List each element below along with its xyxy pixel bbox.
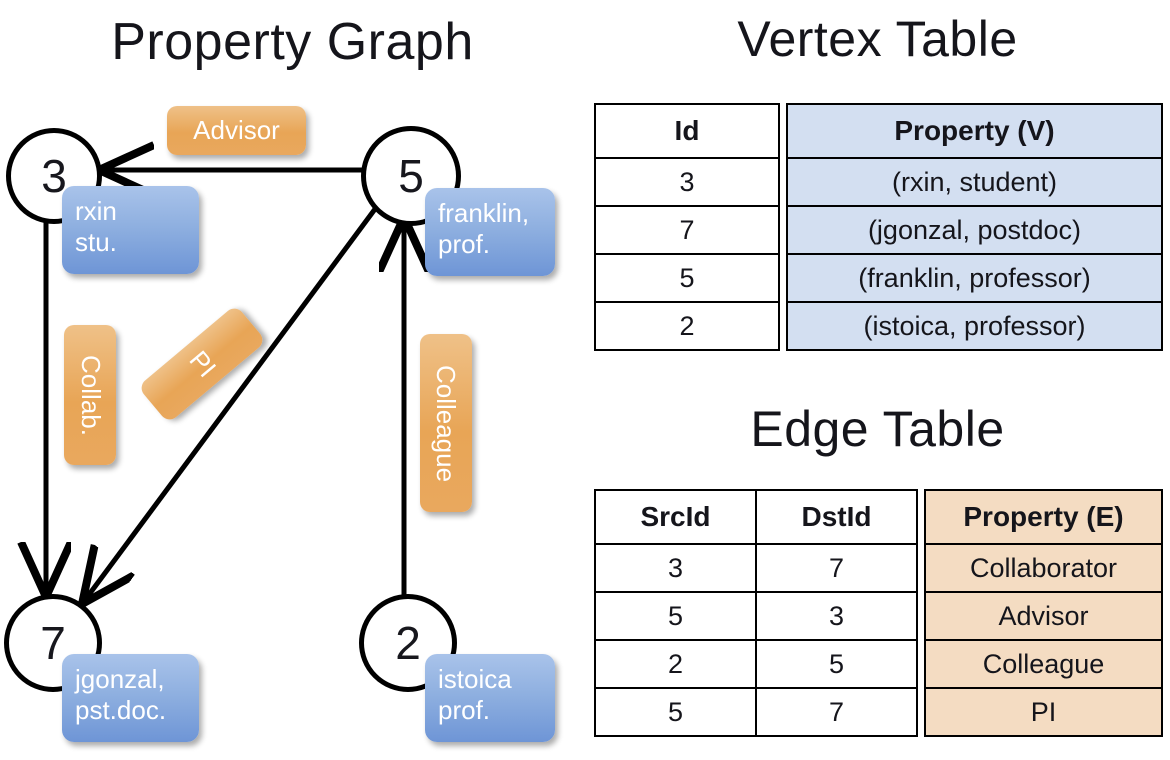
edge-property-cell: Collaborator [924,543,1163,593]
edge-table-src-dst-columns: SrcId DstId 3 7 5 3 2 5 5 7 [594,489,918,737]
table-header-row: Property (E) [924,489,1163,545]
edge-property-box-collab: Collab. [64,325,116,465]
vertex-property-cell: (jgonzal, postdoc) [786,205,1163,255]
vertex-property-box-rxin: rxin stu. [62,186,199,274]
edge-dst-cell: 7 [755,687,918,737]
vertex-table-id-column: Id 3 7 5 2 [594,103,780,351]
edge-5-to-7 [85,203,381,600]
vertex-property-cell: (rxin, student) [786,157,1163,207]
edge-src-cell: 3 [594,543,757,593]
vertex-property-box-franklin: franklin, prof. [425,188,555,276]
vertex-property-line-2: stu. [75,226,117,257]
vertex-property-line-1: franklin, [438,198,530,228]
vertex-property-line-2: pst.doc. [75,694,167,725]
table-row[interactable]: 3 [594,157,780,207]
table-header-row: SrcId DstId [594,489,918,545]
vertex-id-cell: 5 [594,253,780,303]
vertex-id-cell: 2 [594,301,780,351]
edge-dst-cell: 5 [755,639,918,689]
edge-dst-cell: 3 [755,591,918,641]
table-row[interactable]: 5 [594,253,780,303]
edge-src-cell: 5 [594,591,757,641]
graph-edges-svg [0,0,585,760]
vertex-table-col-id: Id [594,103,780,159]
page-title-vertex-table: Vertex Table [737,11,1018,67]
table-row[interactable]: PI [924,687,1163,737]
table-row[interactable]: 5 7 [594,687,918,737]
graph-node-2-label: 2 [395,617,421,669]
vertex-property-line-1: istoica [438,664,512,694]
edge-property-label: Advisor [193,115,280,145]
vertex-property-line-2: prof. [438,694,491,725]
graph-node-7-label: 7 [40,617,66,669]
page-title-edge-table: Edge Table [750,401,1005,457]
vertex-property-box-jgonzal: jgonzal, pst.doc. [62,654,199,742]
edge-property-cell: Colleague [924,639,1163,689]
table-row[interactable]: (istoica, professor) [786,301,1163,351]
edge-dst-cell: 7 [755,543,918,593]
table-row[interactable]: 2 5 [594,639,918,689]
edge-property-label: Colleague [431,364,462,482]
table-row[interactable]: 2 [594,301,780,351]
graph-node-5-label: 5 [398,150,424,202]
table-row[interactable]: 5 3 [594,591,918,641]
table-row[interactable]: Collaborator [924,543,1163,593]
page-title-property-graph: Property Graph [111,13,474,71]
vertex-table-property-column: Property (V) (rxin, student) (jgonzal, p… [786,103,1163,351]
table-row[interactable]: Advisor [924,591,1163,641]
vertex-property-line-2: prof. [438,228,491,259]
table-row[interactable]: 3 7 [594,543,918,593]
edge-table-col-property: Property (E) [924,489,1163,545]
table-header-row: Property (V) [786,103,1163,159]
edge-table-col-srcid: SrcId [594,489,757,545]
vertex-id-cell: 3 [594,157,780,207]
vertex-property-line-1: rxin [75,196,117,226]
edge-table-property-column: Property (E) Collaborator Advisor Collea… [924,489,1163,737]
edge-src-cell: 2 [594,639,757,689]
edge-property-cell: Advisor [924,591,1163,641]
table-row[interactable]: (franklin, professor) [786,253,1163,303]
edge-property-box-advisor: Advisor [167,106,306,155]
edge-property-label: PI [182,344,222,383]
vertex-table-col-property: Property (V) [786,103,1163,159]
vertex-property-cell: (franklin, professor) [786,253,1163,303]
edge-property-cell: PI [924,687,1163,737]
table-row[interactable]: (jgonzal, postdoc) [786,205,1163,255]
vertex-property-cell: (istoica, professor) [786,301,1163,351]
edge-property-label: Collab. [75,354,106,436]
vertex-property-line-1: jgonzal, [75,664,165,694]
edge-property-box-colleague: Colleague [420,334,472,512]
table-row[interactable]: 7 [594,205,780,255]
vertex-id-cell: 7 [594,205,780,255]
table-row[interactable]: Colleague [924,639,1163,689]
edge-src-cell: 5 [594,687,757,737]
vertex-property-box-istoica: istoica prof. [425,654,555,742]
graph-node-5[interactable]: 5 [361,126,461,226]
property-graph-diagram: 3 5 7 2 rxin stu. franklin, prof. jgonza… [0,0,585,760]
table-row[interactable]: (rxin, student) [786,157,1163,207]
table-header-row: Id [594,103,780,159]
edge-table-col-dstid: DstId [755,489,918,545]
graph-node-2[interactable]: 2 [359,594,457,692]
